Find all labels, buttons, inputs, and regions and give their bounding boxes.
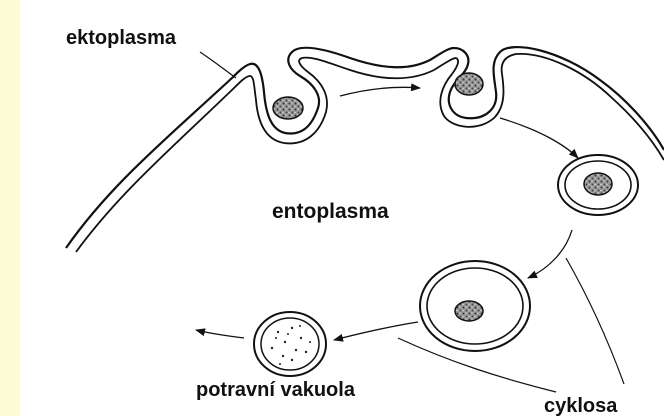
vacuole-digesting: [420, 261, 530, 351]
food-vacuole: [254, 312, 326, 376]
cyklosa-leader-1: [566, 258, 624, 384]
arrow-1-to-2: [340, 87, 420, 96]
arrow-2-to-3: [500, 118, 578, 158]
food-particle-1: [273, 97, 303, 119]
label-entoplasma: entoplasma: [272, 200, 389, 223]
arrow-5-out: [196, 330, 244, 338]
label-cyklosa: cyklosa: [544, 395, 618, 416]
label-ektoplasma: ektoplasma: [66, 27, 177, 49]
cyklosa-leader-2: [398, 338, 556, 392]
vacuole-forming: [558, 155, 638, 215]
food-particle-2: [455, 73, 483, 95]
label-potravni-vakuola: potravní vakuola: [196, 379, 356, 401]
ektoplasma-leader: [200, 52, 236, 78]
arrow-4-to-5: [334, 322, 418, 340]
arrow-3-to-4: [528, 230, 572, 278]
